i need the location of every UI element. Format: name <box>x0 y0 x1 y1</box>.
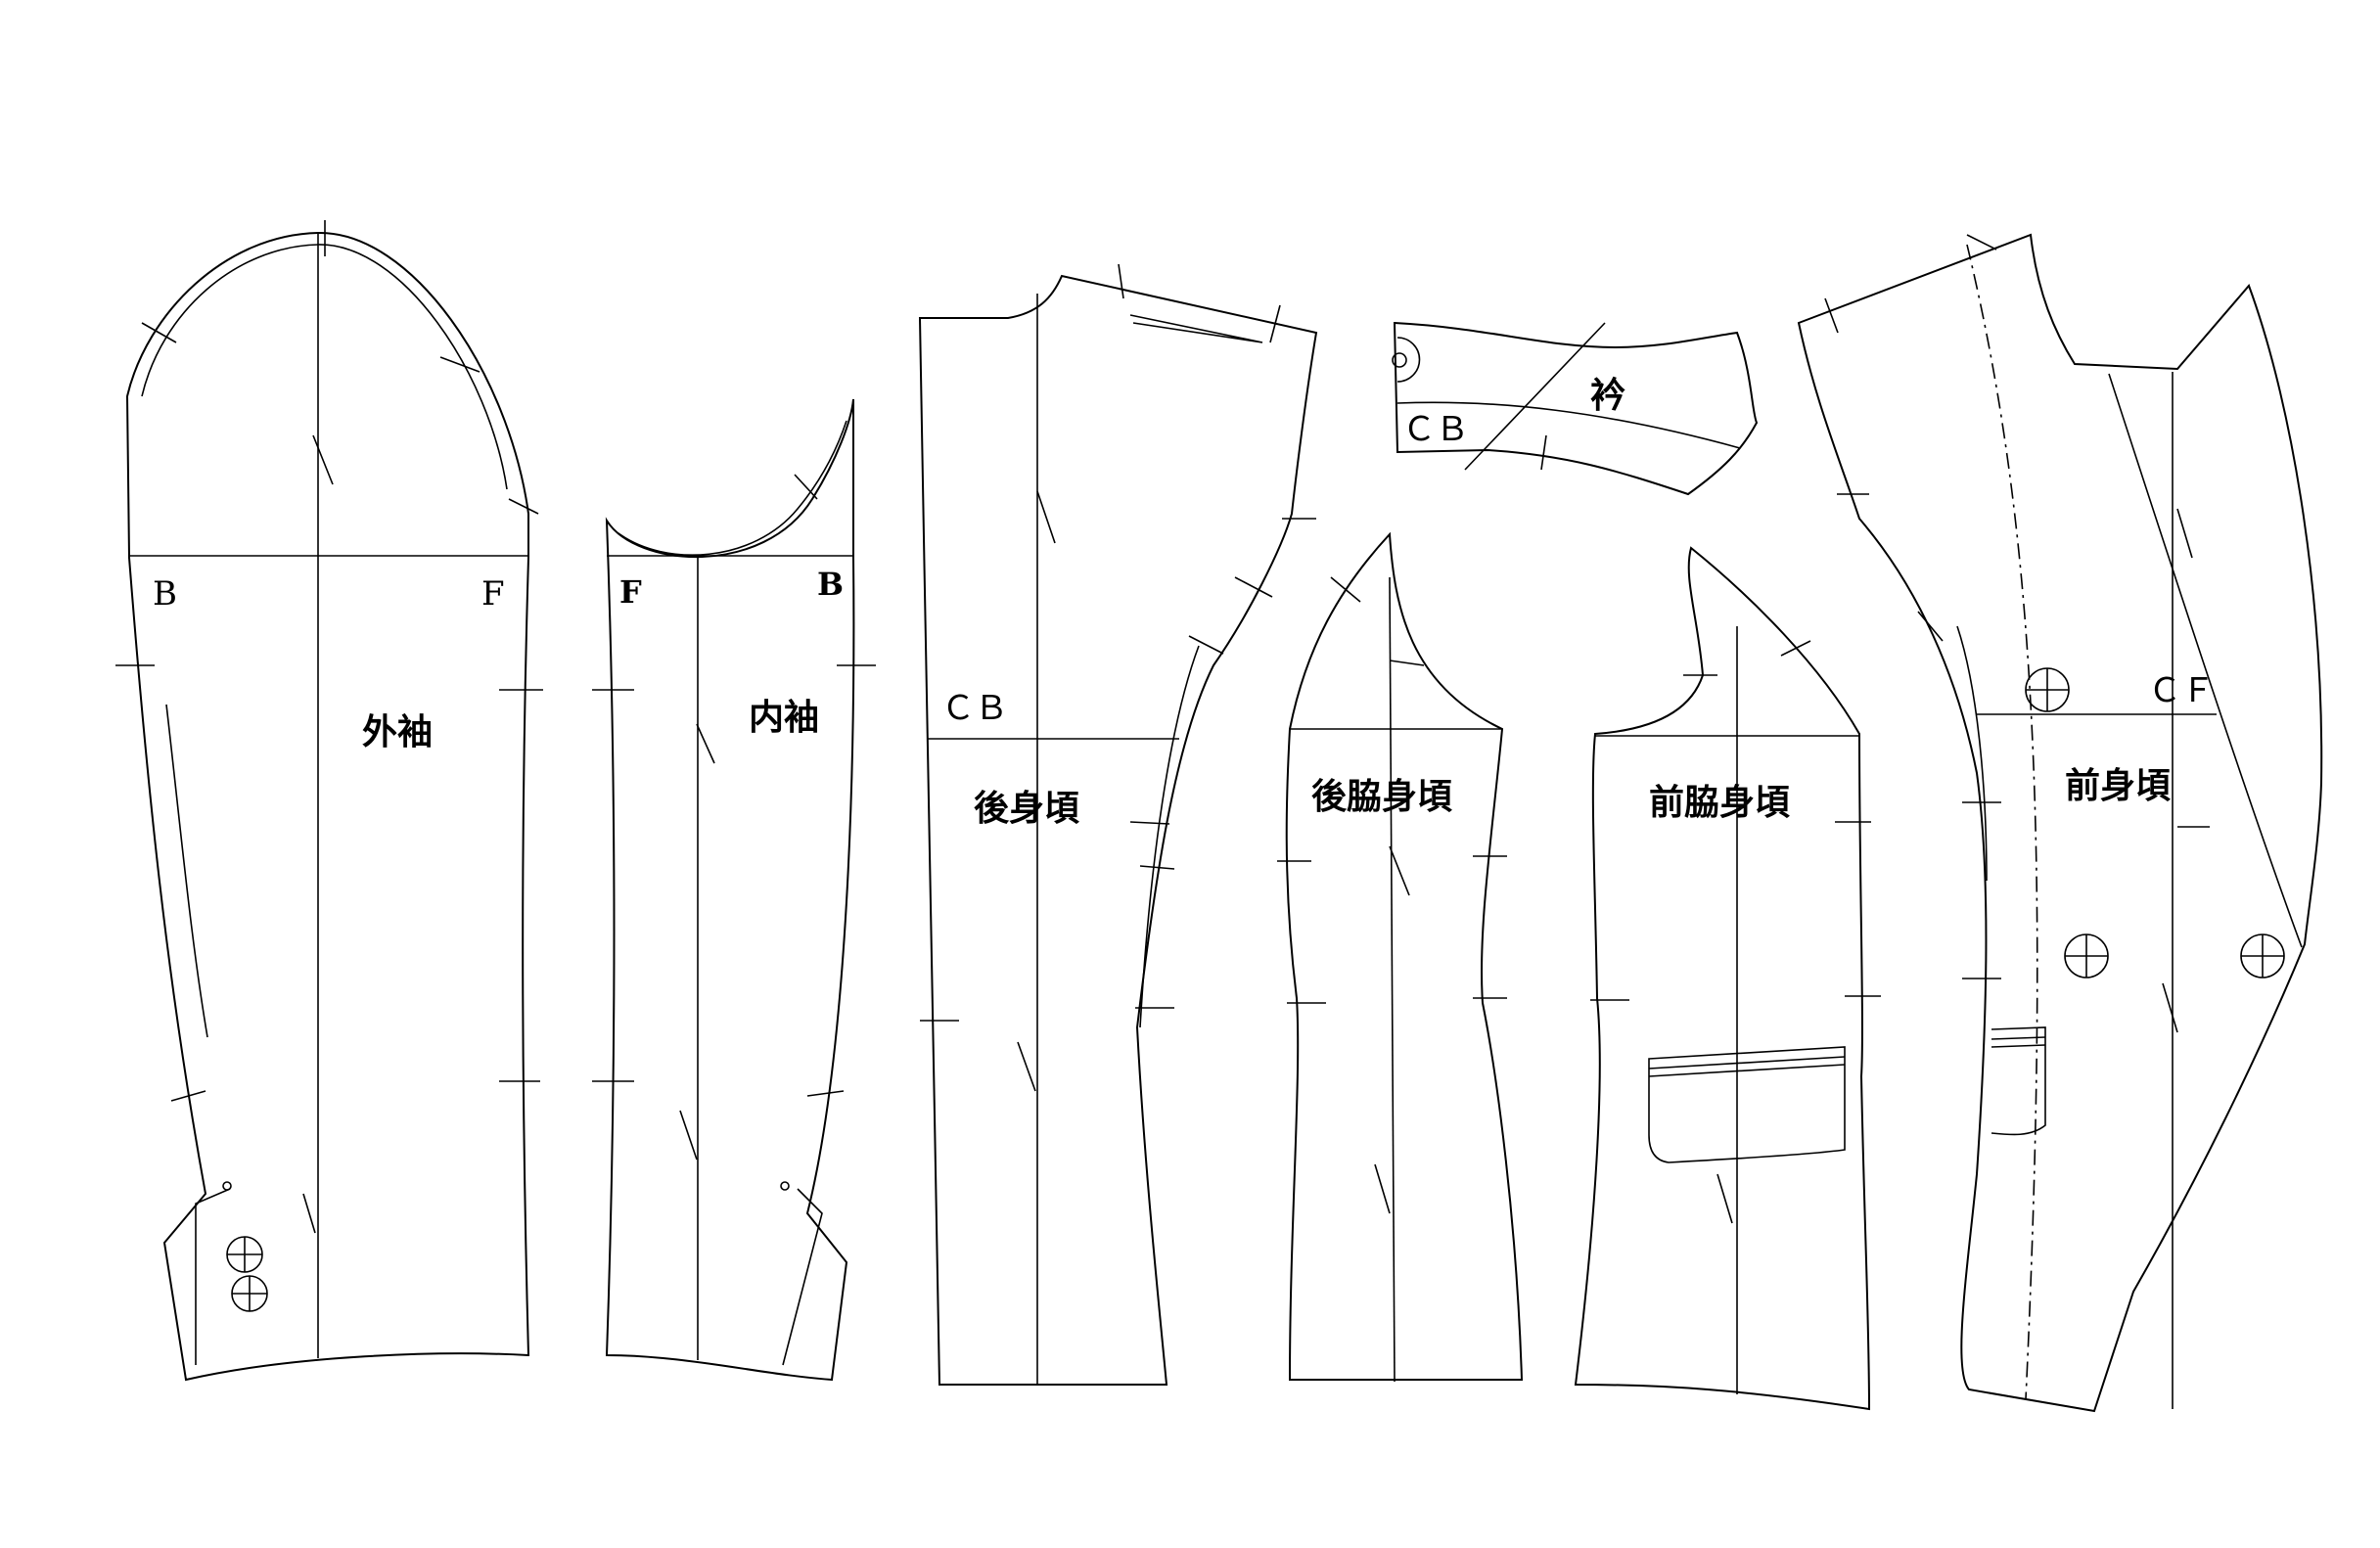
notch-icon <box>1017 1041 1036 1092</box>
outer-sleeve-front-mark: F <box>481 574 505 614</box>
front-body-lapel-line <box>2108 373 2303 948</box>
notch-icon <box>508 498 539 515</box>
back-body-armhole-seam <box>1139 645 1200 1028</box>
inner-sleeve-front-mark: F <box>619 573 642 611</box>
inner-sleeve-cap-seam <box>618 420 847 556</box>
front-side-body-title: 前脇身頃 <box>1649 783 1790 823</box>
front-side-body-outline <box>1574 546 1871 1411</box>
inner-sleeve-back-mark: B <box>817 566 844 603</box>
front-body-piece: ＣＦ 前身頃 <box>1797 233 2323 1413</box>
notch-icon <box>1716 1173 1733 1224</box>
notch-icon <box>170 1090 206 1102</box>
back-body-cb-mark: ＣＢ <box>941 689 1008 728</box>
front-body-title: 前身頃 <box>2065 766 2171 806</box>
back-body-shoulder-dart <box>1129 314 1263 343</box>
button-mark-icon <box>2240 933 2285 979</box>
notch-icon <box>1389 660 1425 666</box>
notch-icon <box>1129 821 1170 825</box>
notch-icon <box>794 474 818 500</box>
front-body-pocket-welt <box>1991 1044 2046 1048</box>
back-body-outline <box>918 274 1318 1386</box>
notch-icon <box>696 723 715 764</box>
notch-icon <box>2176 508 2193 559</box>
notch-icon <box>1917 611 1944 642</box>
collar-roll-line <box>1396 401 1741 449</box>
back-body-title: 後身頃 <box>974 789 1079 829</box>
front-side-body-piece: 前脇身頃 <box>1574 546 1881 1411</box>
button-mark-icon <box>2064 933 2109 979</box>
button-mark-icon <box>226 1236 263 1273</box>
outer-sleeve-piece: B F 外袖 <box>115 220 543 1382</box>
inner-sleeve-piece: F B 内袖 <box>592 398 876 1382</box>
front-body-pocket-flap <box>1991 1026 2046 1136</box>
front-body-outline <box>1797 233 2323 1413</box>
notch-icon <box>1966 234 1997 250</box>
outer-sleeve-back-mark: B <box>153 574 177 614</box>
inner-sleeve-outline <box>605 398 855 1382</box>
notch-icon <box>1036 490 1056 544</box>
back-side-body-outline <box>1285 531 1524 1381</box>
notch-icon <box>2162 982 2178 1033</box>
back-body-piece: ＣＢ 後身頃 <box>918 263 1318 1386</box>
collar-cb-mark: ＣＢ <box>1402 410 1469 449</box>
outer-sleeve-cap-seam <box>141 244 508 490</box>
notch-icon <box>1389 845 1410 896</box>
outer-sleeve-outline <box>125 231 530 1382</box>
collar-outline <box>1393 321 1759 496</box>
notch-icon <box>806 1090 845 1097</box>
front-body-side-seam <box>1956 625 1988 882</box>
notch-icon <box>1234 576 1273 598</box>
notch-icon <box>312 434 334 485</box>
notch-icon <box>1780 640 1811 657</box>
notch-icon <box>1139 865 1175 870</box>
notch-icon <box>1824 297 1839 334</box>
front-body-dart-line <box>1966 244 2038 1400</box>
outer-sleeve-title: 外袖 <box>362 712 433 752</box>
notch-icon <box>1269 304 1281 343</box>
button-mark-icon <box>231 1275 268 1312</box>
pocket-welt-line <box>1648 1064 1846 1077</box>
button-mark-icon <box>2025 667 2070 712</box>
notch-icon <box>1330 576 1361 603</box>
notch-icon <box>1118 263 1124 299</box>
back-side-body-piece: 後脇身頃 <box>1277 531 1524 1383</box>
notch-icon <box>1188 635 1224 655</box>
back-side-body-grainline <box>1389 576 1396 1383</box>
notch-icon <box>1464 322 1606 471</box>
notch-icon <box>439 356 481 373</box>
back-side-body-title: 後脇身頃 <box>1311 777 1452 817</box>
outer-sleeve-elbow-seam <box>165 704 208 1038</box>
pocket-flap <box>1648 1046 1846 1163</box>
collar-title: 衿 <box>1590 376 1625 416</box>
front-body-pocket-welt <box>1991 1036 2046 1040</box>
notch-icon <box>1374 1163 1391 1214</box>
collar-piece: ＣＢ 衿 <box>1392 321 1759 496</box>
notch-icon <box>1540 434 1547 471</box>
outer-sleeve-vent <box>195 1188 231 1365</box>
notch-icon <box>679 1110 698 1161</box>
inner-sleeve-title: 内袖 <box>749 698 819 738</box>
notch-icon <box>302 1193 316 1234</box>
drill-hole-icon <box>222 1181 232 1191</box>
drill-hole-icon <box>780 1181 790 1191</box>
front-body-cf-mark: ＣＦ <box>2148 671 2215 710</box>
notch-icon <box>141 322 177 343</box>
drill-hole-icon <box>1392 352 1407 368</box>
drill-hole-icon <box>1396 337 1421 383</box>
pocket-welt-line <box>1648 1056 1846 1070</box>
inner-sleeve-vent <box>782 1188 823 1366</box>
